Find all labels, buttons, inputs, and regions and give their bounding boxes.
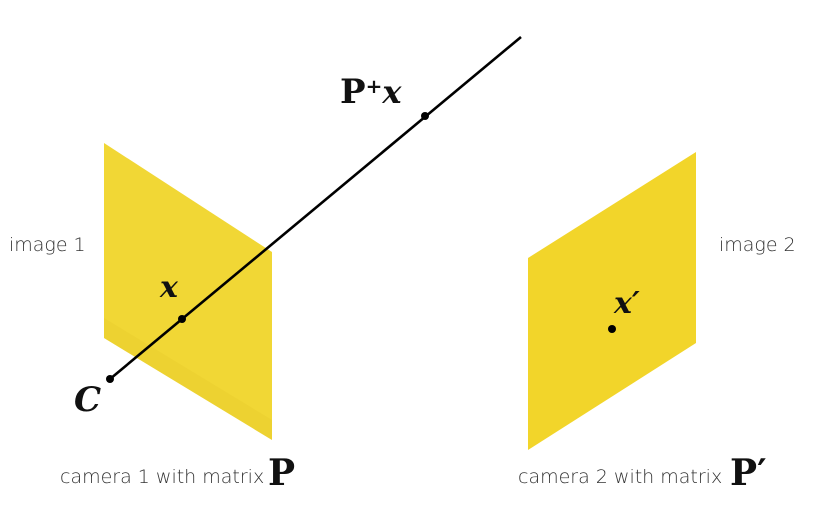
backprojected-base: P	[340, 72, 366, 112]
camera-1-caption: camera 1 with matrix	[60, 466, 265, 488]
camera-center-label: C	[74, 380, 102, 420]
image-2-label: image 2	[719, 234, 796, 256]
backprojected-point-label: P+x	[340, 72, 401, 112]
image-plane-2	[528, 152, 696, 450]
camera-center-point	[106, 375, 114, 383]
point-x-label: x	[160, 270, 178, 305]
camera-2-matrix-symbol: P′	[730, 452, 767, 494]
image-point-x-prime	[608, 325, 616, 333]
backprojection-ray	[109, 36, 522, 380]
camera-1-matrix-symbol: P	[268, 452, 296, 494]
camera-2-caption: camera 2 with matrix	[518, 466, 723, 488]
image-1-label: image 1	[9, 234, 86, 256]
image-plane-1	[104, 143, 272, 440]
backprojected-point	[421, 112, 429, 120]
image-point-x	[178, 315, 186, 323]
point-x-prime-label: x′	[614, 286, 640, 321]
backprojected-var: x	[382, 73, 402, 111]
backprojected-sup: +	[365, 73, 383, 98]
